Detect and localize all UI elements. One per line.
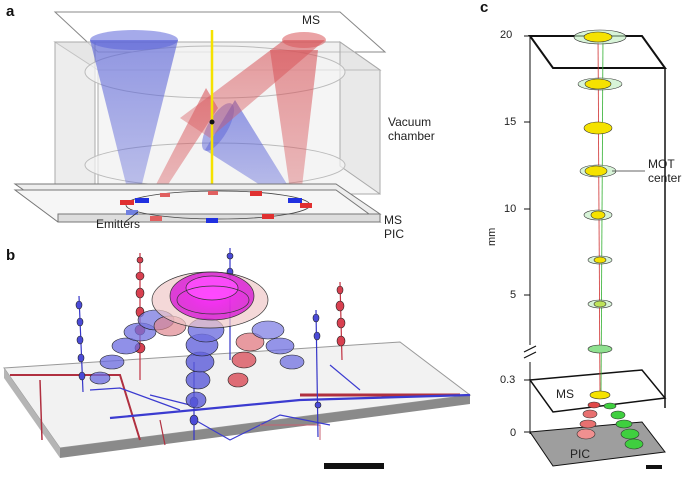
tick-15: 15 (504, 116, 516, 128)
panel-a-letter: a (6, 3, 15, 20)
pic-label-a: PIC (384, 227, 404, 241)
beam-red-right (270, 50, 318, 204)
panel-b-letter: b (6, 247, 15, 264)
pic-label-c: PIC (570, 447, 590, 461)
ms-label-c: MS (556, 387, 574, 401)
panel-c: c 20 15 10 5 0.3 0 mm MS (480, 0, 681, 469)
cloud-trails (89, 309, 305, 409)
scale-bar-b (324, 463, 384, 469)
scale-bar-icon (646, 465, 662, 469)
panel-b: b (3, 247, 472, 469)
ms-bottom-label: MS (384, 213, 402, 227)
atom-clouds-c (573, 29, 644, 450)
tick-5: 5 (510, 289, 516, 301)
pic-plane-c (529, 421, 666, 467)
chip-front (60, 395, 470, 458)
tick-0: 0 (510, 427, 516, 439)
ms-top-label: MS (302, 13, 320, 27)
vertical-axis-c (524, 35, 531, 434)
axis-break-icon (523, 345, 537, 359)
emitters (120, 191, 312, 223)
beam-blue-left (90, 40, 178, 200)
tick-10: 10 (504, 203, 516, 215)
vacuum-label-1: Vacuum (388, 115, 431, 129)
axis-unit: mm (486, 228, 498, 246)
mot-center-dot (209, 119, 215, 125)
chip-side (4, 368, 60, 458)
waveguides (10, 364, 471, 446)
emitters-label: Emitters (96, 217, 140, 231)
mot-label-1: MOT (648, 157, 675, 171)
mot-label-2: center (648, 171, 681, 185)
mot-cloud (151, 271, 269, 329)
vacuum-label-2: chamber (388, 129, 435, 143)
ms-plane-top (53, 11, 387, 53)
laser-beams (90, 30, 326, 204)
panel-c-letter: c (480, 0, 488, 16)
tick-20: 20 (500, 29, 512, 41)
tick-0-3: 0.3 (500, 374, 515, 386)
panel-a: a MS Vacuum chamber (6, 3, 435, 241)
